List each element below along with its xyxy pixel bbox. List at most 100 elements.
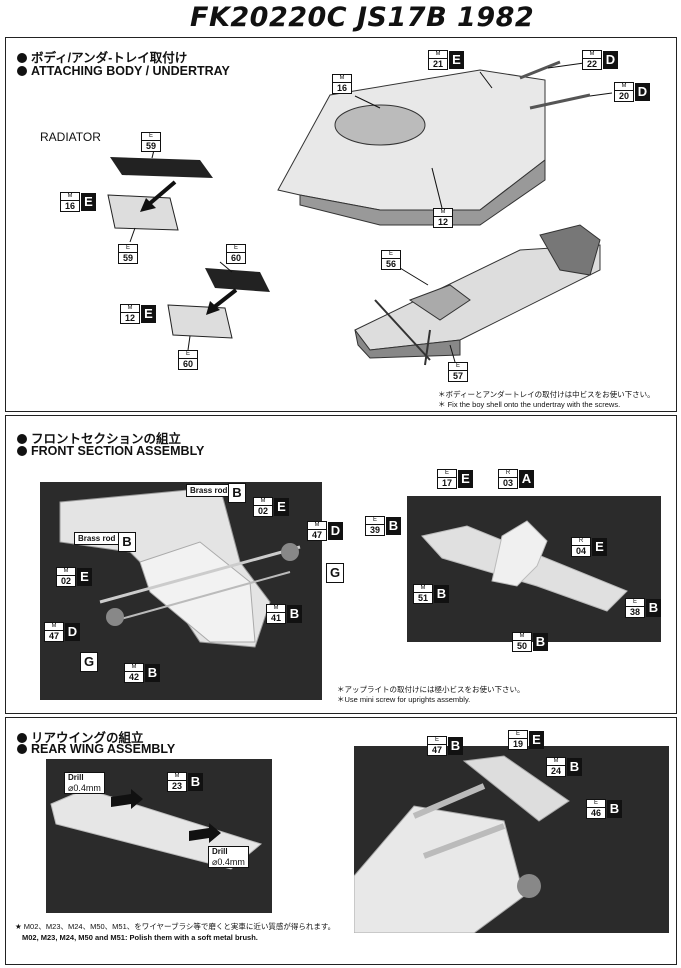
radiator-core-bottom <box>205 268 270 292</box>
body-lower <box>299 158 546 226</box>
bullet-icon <box>17 744 27 754</box>
exhaust <box>422 823 506 859</box>
bullet-icon <box>17 733 27 743</box>
arrow-head-1 <box>140 198 156 212</box>
radiator-core-top <box>110 157 213 178</box>
section-title-jp: フロントセクションの組立 <box>17 428 181 447</box>
drill-arrow-1 <box>111 789 143 809</box>
exhaust <box>412 783 486 819</box>
bullet-icon <box>17 434 27 444</box>
front-section-photo <box>40 482 322 700</box>
section-title-en: FRONT SECTION ASSEMBLY <box>17 444 204 458</box>
note-jp: ★ M02、M23、M24、M50、M51、をワイヤーブラシ等で磨くと実車に近い… <box>15 922 336 931</box>
rear-wing <box>462 755 570 822</box>
radiator-body-top <box>107 194 179 231</box>
drill-arrow-2 <box>189 823 221 843</box>
wishbone <box>109 571 291 623</box>
undertray-side <box>354 329 461 359</box>
leader <box>589 92 613 97</box>
upright <box>106 608 124 626</box>
note-en: ＊ Fix the boy shell onto the undertray w… <box>438 400 621 409</box>
leader <box>449 344 456 363</box>
note-en: M02, M23, M24, M50 and M51: Polish them … <box>22 933 258 942</box>
leader <box>354 95 381 109</box>
exhaust-2 <box>529 93 591 110</box>
leader <box>219 261 233 273</box>
rear-assembly-drawing <box>354 755 570 933</box>
leader <box>431 167 443 209</box>
frame-leg-2 <box>424 329 431 366</box>
frame-leg-1 <box>374 299 431 361</box>
radiator-body-bottom <box>167 304 233 339</box>
section-title-en: ATTACHING BODY / UNDERTRAY <box>17 64 230 78</box>
rear-suspension <box>539 224 601 276</box>
upright <box>281 543 299 561</box>
front-wing-drawing <box>421 520 628 612</box>
nose-piece <box>491 520 548 587</box>
rear-assembly-photo <box>354 746 669 933</box>
leader <box>399 267 429 286</box>
letter-b: B <box>118 532 136 552</box>
leader <box>129 227 136 243</box>
note-jp: ＊アップライトの取付けには極小ビスをお使い下さい。 <box>337 685 525 694</box>
wishbone <box>99 545 301 604</box>
cockpit <box>334 104 426 146</box>
leader <box>479 71 493 89</box>
bullet-icon <box>17 446 27 456</box>
arrow-radiator-2 <box>211 288 238 310</box>
section-title-en: REAR WING ASSEMBLY <box>17 742 175 756</box>
section-title-jp: リアウイングの組立 <box>17 727 144 746</box>
leader <box>187 335 191 351</box>
exhaust-1 <box>519 60 561 80</box>
body-shell <box>277 69 546 211</box>
note-jp: ＊ボディーとアンダートレイの取付けは中ビスをお使い下さい。 <box>438 390 655 399</box>
brass-rod-label: Brass rod <box>74 532 120 545</box>
letter-b: B <box>228 483 246 503</box>
arrow-head-2 <box>206 301 220 315</box>
leader <box>547 62 585 69</box>
brass-rod-label: Brass rod <box>186 484 232 497</box>
seat <box>408 284 471 321</box>
letter-g: G <box>326 563 344 583</box>
drill-callout: Drill⌀0.4mm <box>208 846 249 868</box>
section-title-jp: ボディ/アンダ-トレイ取付け <box>17 47 187 66</box>
note-en: ＊Use mini screw for uprights assembly. <box>337 695 471 704</box>
front-section-drawing <box>59 486 301 648</box>
radiator-label: RADIATOR <box>40 130 101 144</box>
bullet-icon <box>17 66 27 76</box>
arrow-radiator-1 <box>146 180 177 207</box>
rear-hub <box>517 874 541 898</box>
bullet-icon <box>17 53 27 63</box>
